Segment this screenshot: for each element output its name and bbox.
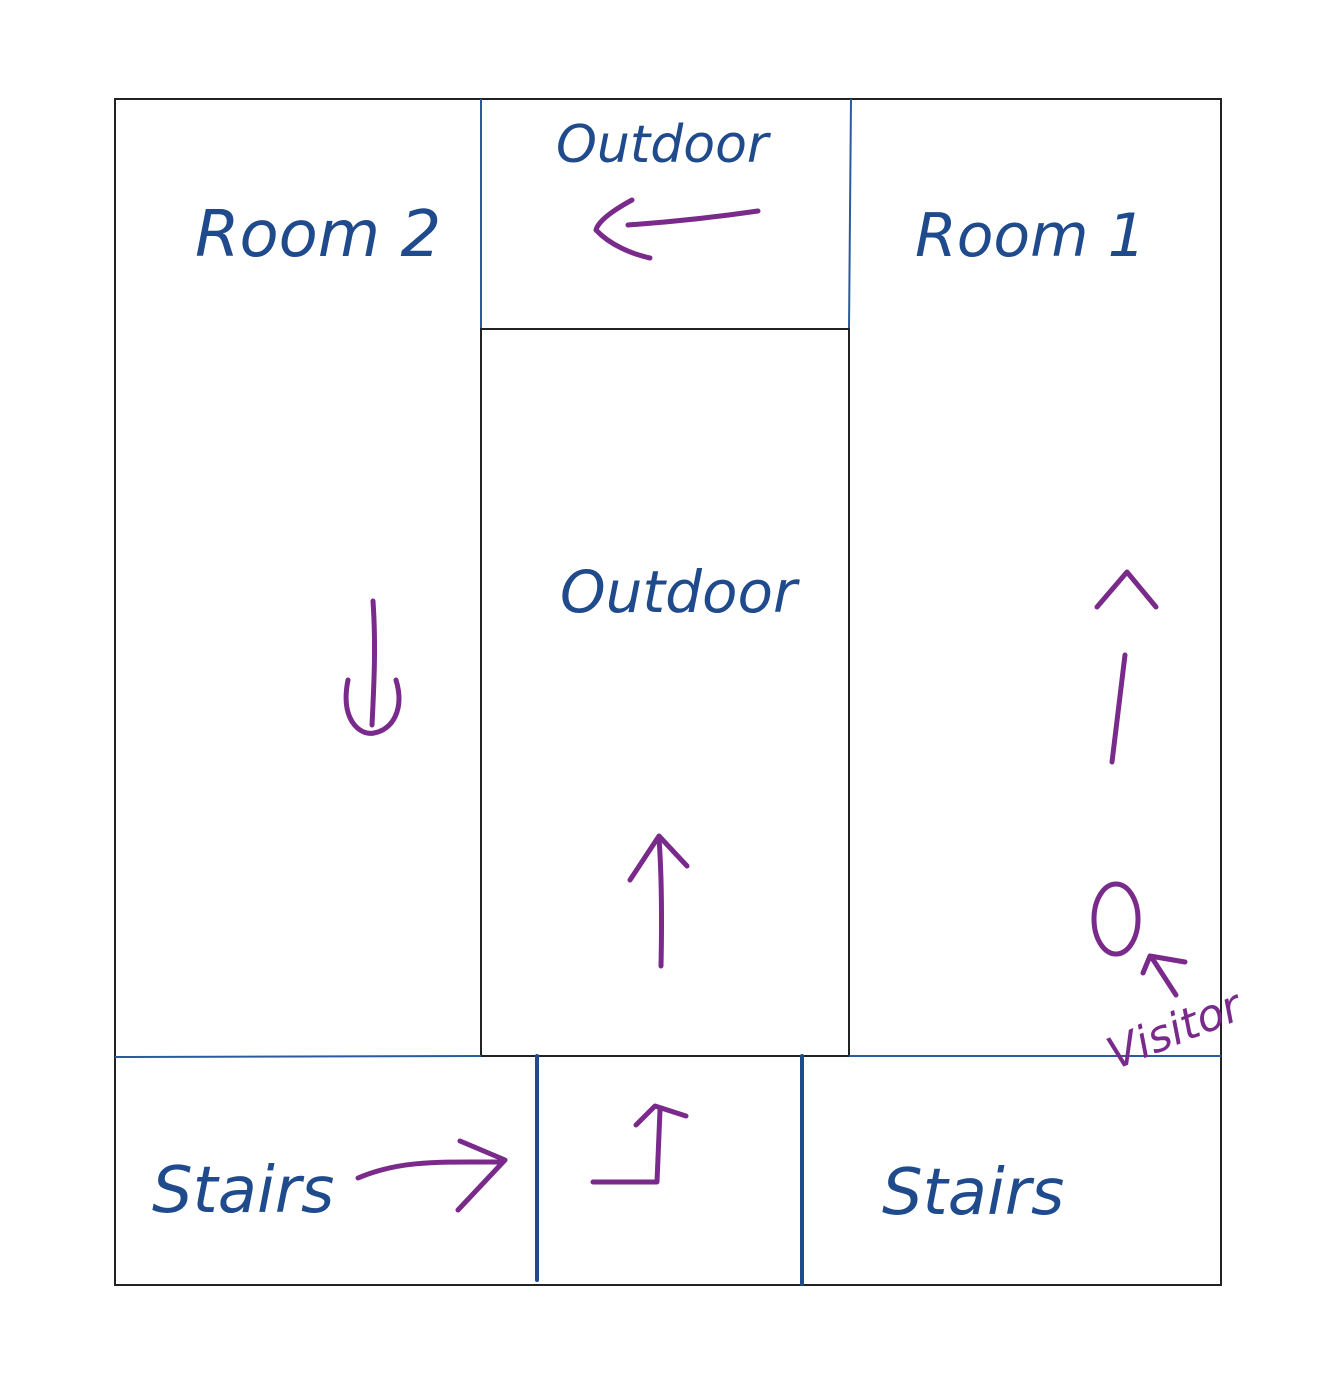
arrow-room-1-up-icon bbox=[1094, 569, 1159, 765]
arrow-bottom-middle-turn-icon bbox=[590, 1103, 689, 1185]
wall-outdoor-top-right bbox=[848, 98, 852, 330]
stairs-right-label: Stairs bbox=[882, 1156, 1064, 1230]
outdoor-center-box bbox=[480, 328, 850, 1057]
room-2-label: Room 2 bbox=[195, 198, 441, 272]
arrow-outdoor-top-left-icon bbox=[593, 197, 761, 261]
outdoor-center-label: Outdoor bbox=[560, 558, 800, 626]
arrow-outdoor-center-up-icon bbox=[627, 833, 690, 969]
visitor-marker-icon bbox=[1091, 881, 1141, 957]
stairs-left-label: Stairs bbox=[152, 1154, 334, 1228]
outdoor-top-label: Outdoor bbox=[556, 115, 772, 175]
floor-plan-outline bbox=[114, 98, 1222, 1286]
arrow-visitor-pointer-icon bbox=[1140, 953, 1188, 998]
arrow-stairs-left-right-icon bbox=[355, 1138, 508, 1213]
room-1-label: Room 1 bbox=[915, 201, 1146, 271]
wall-bottom-band-left bbox=[114, 1055, 482, 1058]
arrow-room-2-down-icon bbox=[343, 598, 402, 736]
